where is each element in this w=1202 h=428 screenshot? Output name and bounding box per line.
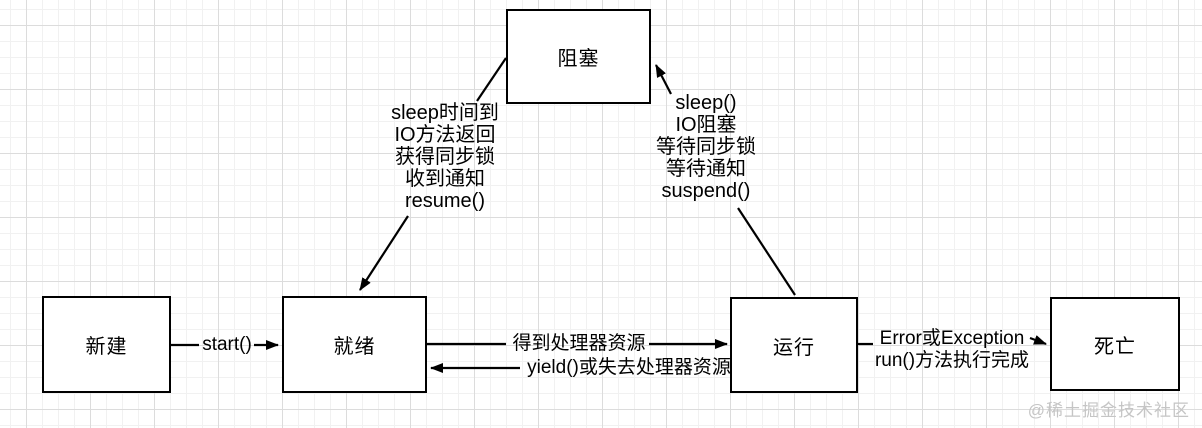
edge-label-wake-up: sleep时间到 IO方法返回 获得同步锁 收到通知 resume() [377, 102, 513, 212]
edge-line-wake-to-ready [359, 215, 409, 291]
node-running: 运行 [730, 297, 858, 393]
node-ready: 就绪 [282, 296, 427, 393]
edge-label-block-line5: suspend() [661, 180, 751, 202]
edge-line-block-to-blocked [655, 64, 672, 95]
node-dead: 死亡 [1050, 297, 1180, 391]
edge-label-yield: yield()或失去处理器资源 [527, 357, 731, 378]
edge-label-get-cpu: 得到处理器资源 [512, 333, 646, 354]
edge-label-wake-line5: resume() [404, 190, 485, 212]
node-blocked-label: 阻塞 [557, 48, 600, 70]
node-running-label: 运行 [773, 336, 815, 359]
edge-line-running-to-block [737, 207, 796, 296]
edge-label-terminate-line1: Error或Exception [879, 328, 1025, 349]
edge-label-wake-line1: sleep时间到 [391, 102, 499, 124]
node-ready-label: 就绪 [333, 336, 376, 358]
node-dead-label: 死亡 [1094, 335, 1136, 358]
edge-label-wake-line2: IO方法返回 [394, 124, 496, 146]
edge-label-block-line2: IO阻塞 [675, 114, 737, 136]
edge-line-blocked-to-wake [476, 57, 507, 102]
edge-label-block-line4: 等待通知 [666, 158, 746, 180]
node-new-label: 新建 [85, 336, 128, 358]
edge-label-wake-line3: 获得同步锁 [395, 146, 495, 168]
edge-label-wake-line4: 收到通知 [405, 168, 485, 190]
edge-label-terminate-line2: run()方法执行完成 [874, 350, 1030, 371]
edge-line-terminate-to-dead [1029, 335, 1047, 346]
edge-label-start: start() [202, 334, 252, 355]
edge-label-block: sleep() IO阻塞 等待同步锁 等待通知 suspend() [638, 92, 774, 202]
edge-label-terminate: Error或Exception run()方法执行完成 [871, 328, 1033, 372]
watermark: @稀土掘金技术社区 [1027, 401, 1190, 420]
edge-label-block-line1: sleep() [675, 92, 737, 114]
edge-label-block-line3: 等待同步锁 [656, 136, 756, 158]
node-blocked: 阻塞 [506, 9, 651, 104]
node-new: 新建 [42, 296, 171, 393]
